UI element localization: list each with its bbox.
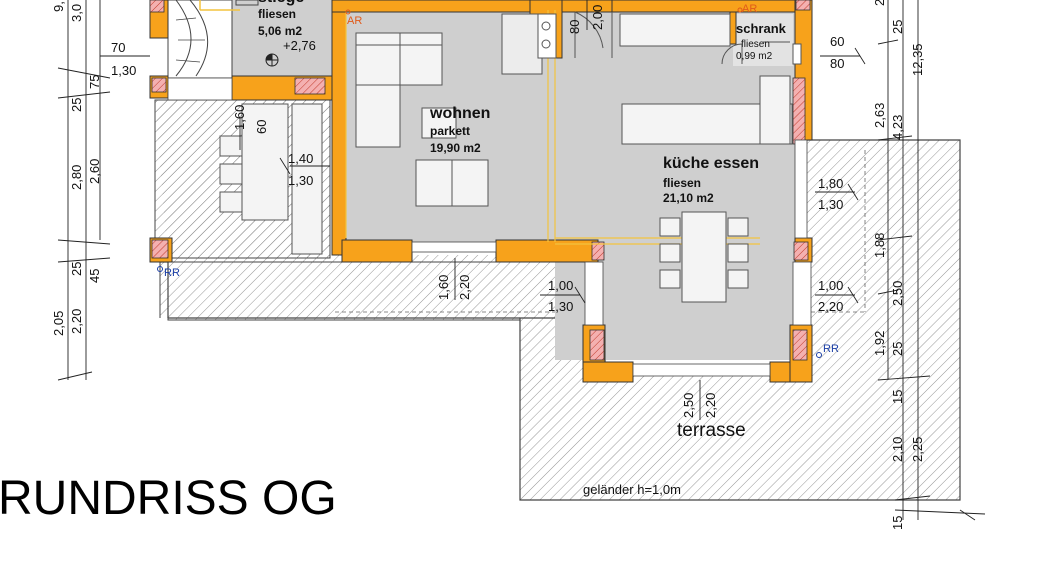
svg-text:60: 60	[254, 120, 269, 134]
svg-text:80: 80	[830, 56, 844, 71]
svg-text:25: 25	[69, 98, 84, 112]
svg-text:2,20: 2,20	[69, 309, 84, 334]
svg-text:1,88: 1,88	[872, 233, 887, 258]
svg-text:2,20: 2,20	[457, 275, 472, 300]
svg-text:1,30: 1,30	[288, 173, 313, 188]
svg-text:70: 70	[111, 40, 125, 55]
level-marker-icon	[265, 53, 279, 67]
stair-floor	[232, 0, 332, 78]
railing-note: geländer h=1,0m	[583, 482, 681, 497]
svg-text:75: 75	[87, 75, 102, 89]
living-area: 19,90 m2	[430, 141, 481, 155]
svg-text:3,0: 3,0	[69, 4, 84, 22]
wardrobe-floor-type: fliesen	[741, 39, 770, 50]
svg-text:60: 60	[830, 34, 844, 49]
sofa-corner	[355, 84, 401, 148]
counter	[759, 75, 791, 145]
svg-text:2,80: 2,80	[69, 165, 84, 190]
windows	[167, 77, 812, 377]
svg-text:12,35: 12,35	[910, 43, 925, 76]
svg-text:1,30: 1,30	[818, 197, 843, 212]
drawing-title: RUNDRISS OG	[0, 472, 337, 525]
rr-marker-left: RR	[164, 267, 180, 279]
dimension-texts-right: 2 25 12,35 2,63 4,23 1,88 2,50 1,92 25 1…	[872, 0, 925, 530]
dining-table	[681, 211, 727, 303]
stair-name: stiege	[258, 0, 304, 6]
svg-text:80: 80	[567, 20, 582, 34]
stair-level: +2,76	[283, 38, 316, 53]
furniture	[219, 13, 793, 303]
svg-text:25: 25	[890, 20, 905, 34]
svg-text:9,: 9,	[51, 1, 66, 12]
doors	[574, 11, 802, 65]
balcony-table	[241, 103, 289, 221]
sideboard	[501, 13, 543, 75]
svg-text:1,00: 1,00	[548, 278, 573, 293]
living-floor-type: parkett	[430, 124, 470, 138]
dimension-texts-inner: 1,60 60 1,40 1,30 80 2,00 60 80 1,60 2,2…	[232, 5, 844, 418]
kitchen-name: küche essen	[663, 155, 759, 172]
svg-text:1,40: 1,40	[288, 151, 313, 166]
rr-marker-right: RR	[823, 343, 839, 355]
svg-text:1,00: 1,00	[818, 278, 843, 293]
bench	[291, 103, 323, 255]
svg-text:2,00: 2,00	[590, 5, 605, 30]
svg-text:1,30: 1,30	[548, 299, 573, 314]
svg-text:4,23: 4,23	[890, 115, 905, 140]
svg-text:2,10: 2,10	[890, 437, 905, 462]
wardrobe-floor	[733, 14, 793, 66]
markers: AR AR RR RR	[157, 3, 839, 358]
svg-text:2,50: 2,50	[890, 281, 905, 306]
svg-text:1,60: 1,60	[436, 275, 451, 300]
svg-text:25: 25	[69, 262, 84, 276]
dimension-texts-left: 9, 3,0 70 1,30 25 75 2,80 2,60 25 45 2,0…	[51, 1, 136, 336]
svg-text:2,20: 2,20	[703, 393, 718, 418]
wardrobe-area: 0,99 m2	[736, 51, 773, 62]
svg-text:15: 15	[890, 516, 905, 530]
svg-text:45: 45	[87, 269, 102, 283]
svg-text:1,60: 1,60	[232, 105, 247, 130]
stair-floor-type: fliesen	[258, 7, 296, 21]
terrace-left-band	[160, 261, 601, 321]
svg-text:2,25: 2,25	[910, 437, 925, 462]
svg-text:2,50: 2,50	[681, 393, 696, 418]
svg-text:15: 15	[890, 390, 905, 404]
svg-text:2,60: 2,60	[87, 159, 102, 184]
svg-text:2,20: 2,20	[818, 299, 843, 314]
coffee-table	[421, 107, 457, 139]
svg-text:1,92: 1,92	[872, 331, 887, 356]
svg-text:2,63: 2,63	[872, 103, 887, 128]
wardrobe-name: schrank	[736, 21, 787, 36]
svg-text:2: 2	[872, 0, 887, 6]
ar-marker-kitchen: AR	[742, 3, 757, 15]
svg-text:2,05: 2,05	[51, 311, 66, 336]
svg-text:1,30: 1,30	[111, 63, 136, 78]
sofa	[355, 32, 443, 86]
terrace-name: terrasse	[677, 420, 746, 441]
kitchen-cabinet	[619, 13, 731, 47]
living-name: wohnen	[429, 105, 490, 122]
kitchen-floor-type: fliesen	[663, 176, 701, 190]
room-labels: stiege fliesen 5,06 m2 +2,76 wohnen park…	[258, 0, 787, 497]
stair-area: 5,06 m2	[258, 24, 302, 38]
svg-text:1,80: 1,80	[818, 176, 843, 191]
dimension-lines	[57, 0, 986, 521]
structural-cuts	[149, 0, 811, 361]
svg-text:25: 25	[890, 342, 905, 356]
kitchen-area: 21,10 m2	[663, 191, 714, 205]
ar-marker-living: AR	[347, 15, 362, 27]
